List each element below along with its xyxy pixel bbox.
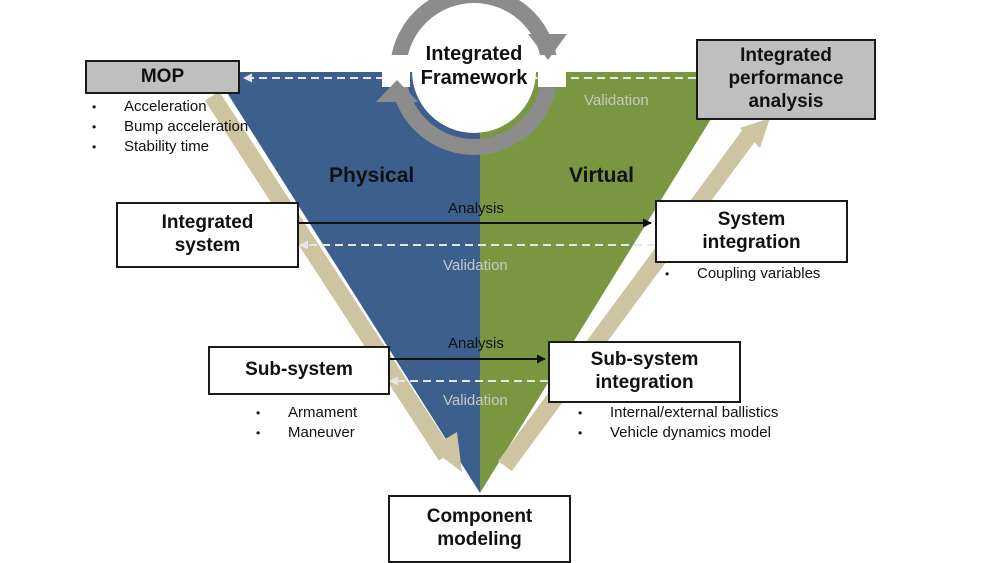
sub-system-integration-bullet-list: Internal/external ballistics Vehicle dyn… — [578, 403, 778, 443]
physical-region — [214, 72, 480, 493]
mop-bullet-list: Acceleration Bump acceleration Stability… — [92, 97, 248, 157]
cycle-arrowhead-left — [376, 80, 418, 102]
integrated-system-box: Integrated system — [116, 202, 299, 268]
sub-system-box: Sub-system — [208, 346, 390, 395]
sub-system-integration-box: Sub-system integration — [548, 341, 741, 403]
system-integration-bullet-list: Coupling variables — [665, 264, 820, 284]
analysis-label-bottom: Analysis — [448, 335, 504, 352]
system-integration-bullet-item: Coupling variables — [665, 264, 820, 284]
cycle-gap-right — [538, 55, 566, 87]
framework-center-circle — [412, 9, 536, 133]
mop-bullet-item: Bump acceleration — [92, 117, 248, 137]
right-ascending-arrowhead — [740, 118, 770, 148]
analysis-label-top: Analysis — [448, 200, 504, 217]
left-descending-arrowhead — [430, 432, 462, 472]
mop-bullet-item: Acceleration — [92, 97, 248, 117]
sub-system-integration-bullet-item: Vehicle dynamics model — [578, 423, 778, 443]
component-modeling-box: Component modeling — [388, 495, 571, 563]
sub-system-bullet-item: Armament — [256, 403, 357, 423]
sub-system-integration-bullet-item: Internal/external ballistics — [578, 403, 778, 423]
validation-label-middle: Validation — [443, 257, 508, 274]
virtual-label: Virtual — [569, 164, 634, 187]
integrated-framework-title: Integrated Framework — [420, 43, 528, 89]
system-integration-box: System integration — [655, 200, 848, 263]
integrated-performance-analysis-box: Integrated performance analysis — [696, 39, 876, 120]
mop-bullet-item: Stability time — [92, 137, 248, 157]
virtual-region — [480, 72, 740, 493]
right-ascending-arrow-shaft — [498, 128, 757, 472]
cycle-arrowhead-right — [528, 34, 567, 60]
left-descending-arrow-shaft — [204, 91, 454, 461]
validation-label-bottom: Validation — [443, 392, 508, 409]
mop-box: MOP — [85, 60, 240, 94]
validation-label-top: Validation — [584, 92, 649, 109]
sub-system-bullet-item: Maneuver — [256, 423, 357, 443]
sub-system-bullet-list: Armament Maneuver — [256, 403, 357, 443]
physical-label: Physical — [329, 164, 415, 187]
